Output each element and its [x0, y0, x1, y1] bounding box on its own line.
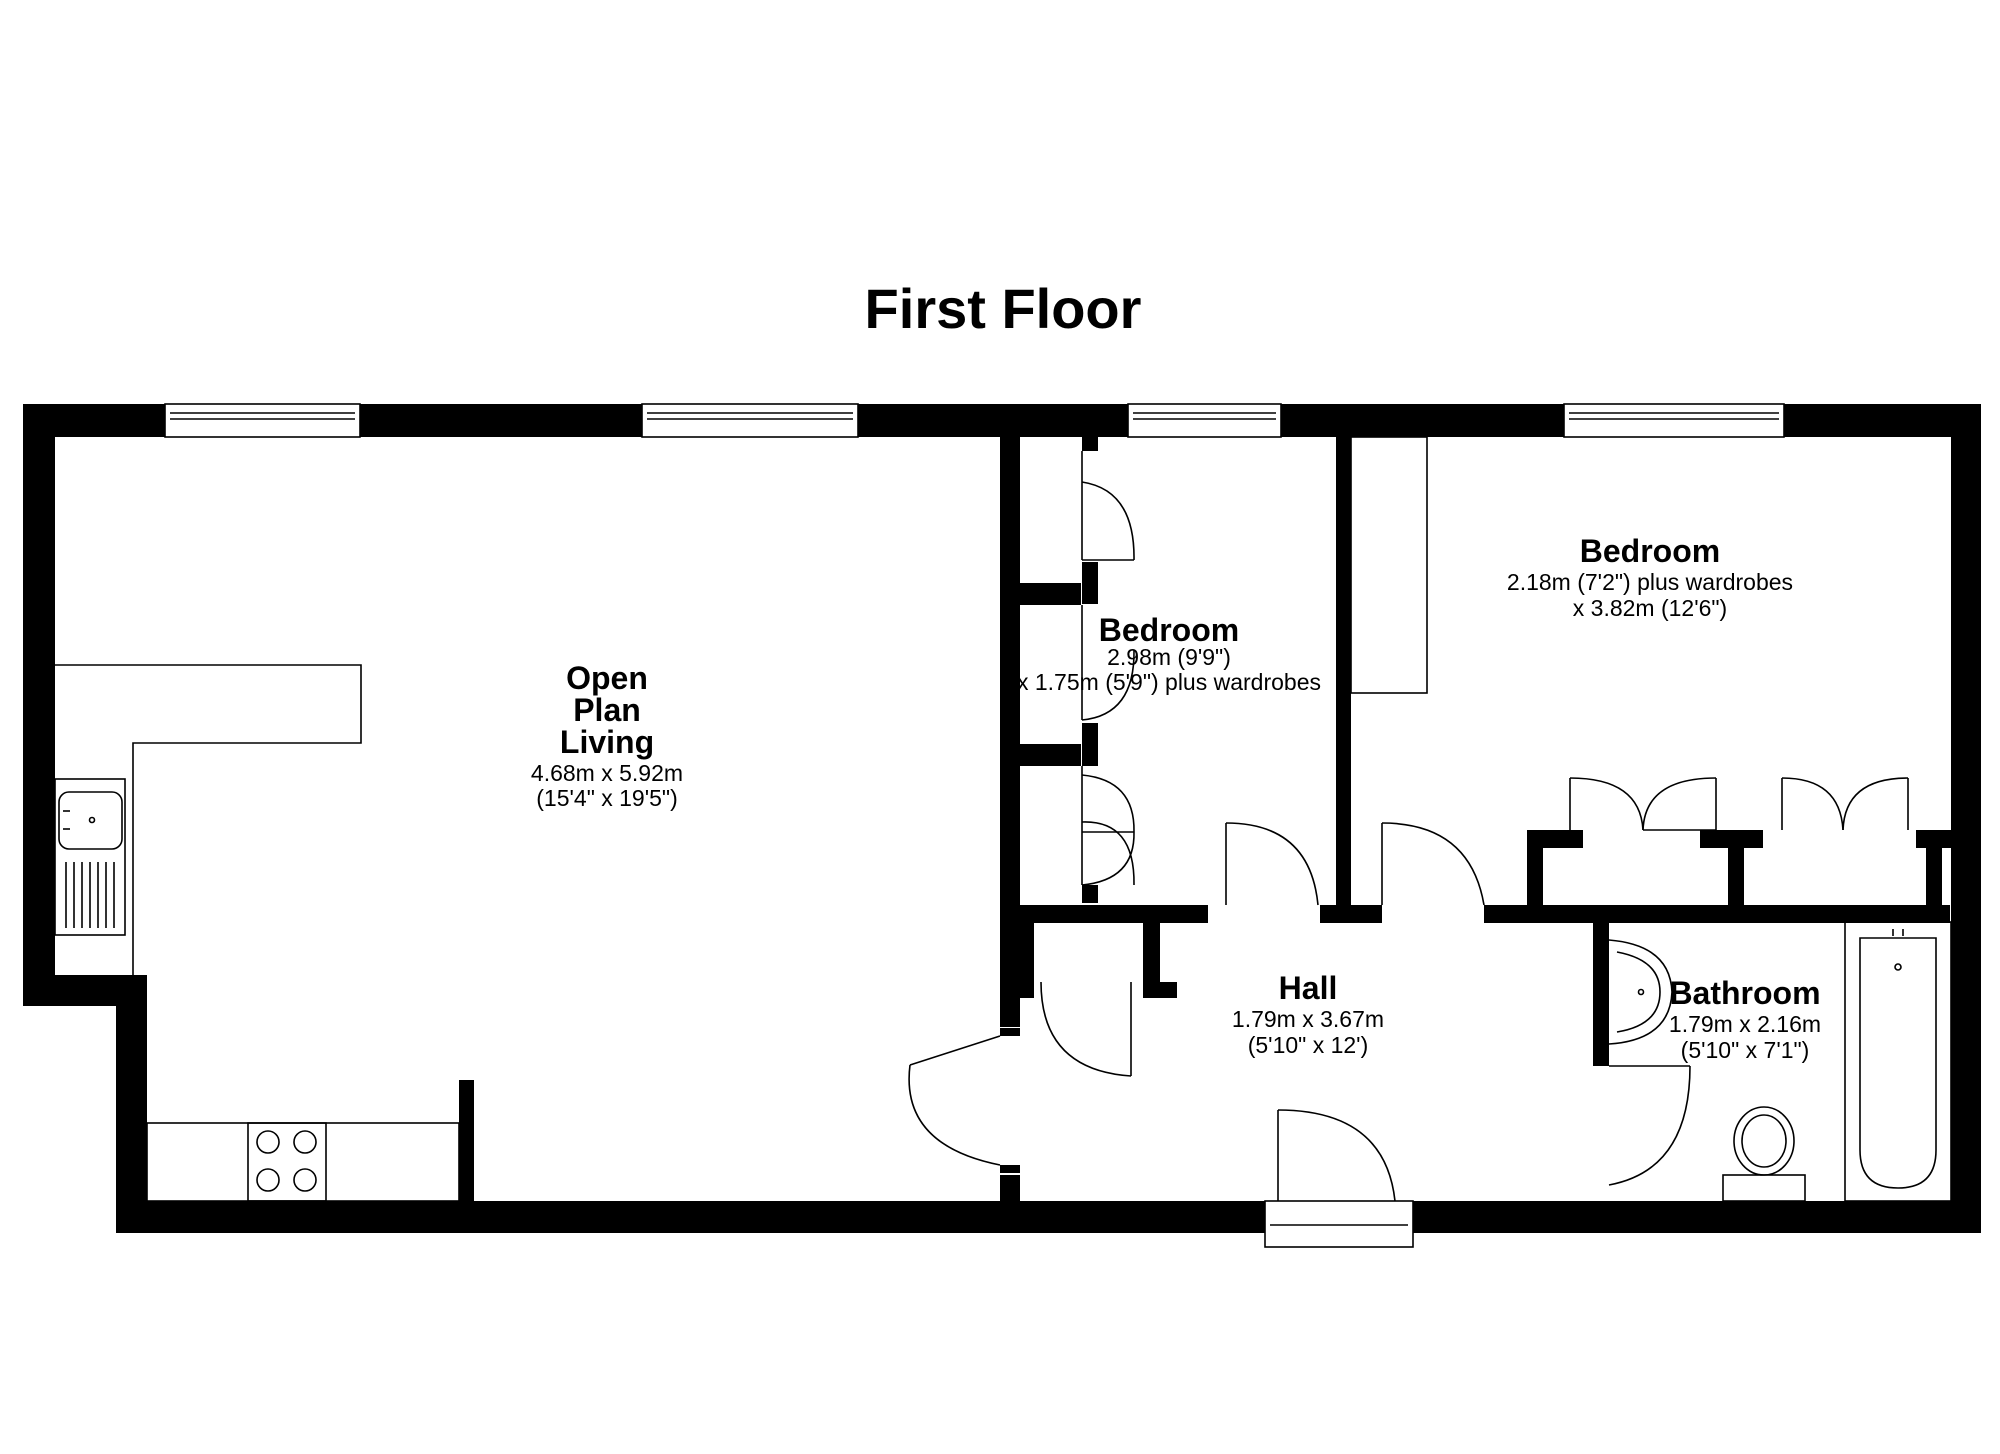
room-label-open-plan-living: Open Plan Living 4.68m x 5.92m (15'4" x …	[531, 660, 683, 811]
room-label-bedroom-small: Bedroom 2.98m (9'9") x 1.75m (5'9") plus…	[1017, 612, 1321, 695]
room-dimension-metric: 4.68m x 5.92m	[531, 760, 683, 786]
room-name: Hall	[1279, 970, 1338, 1006]
toilet-icon	[1722, 1106, 1806, 1202]
room-dimension-imperial: (5'10" x 7'1")	[1681, 1037, 1810, 1063]
room-name: Bathroom	[1669, 975, 1820, 1011]
room-label-bedroom-large: Bedroom 2.18m (7'2") plus wardrobes x 3.…	[1507, 533, 1793, 621]
hob-icon	[247, 1122, 327, 1202]
room-dimension-line1: 2.18m (7'2") plus wardrobes	[1507, 569, 1793, 595]
room-dimension-metric: 1.79m x 2.16m	[1669, 1011, 1821, 1037]
plan-title: First Floor	[865, 277, 1142, 340]
kitchen-worktop	[55, 664, 460, 1202]
room-name: Bedroom	[1580, 533, 1720, 569]
wardrobe-icon	[1350, 436, 1909, 831]
room-dimension-line2: x 3.82m (12'6")	[1573, 595, 1727, 621]
room-dimension-imperial: (15'4" x 19'5")	[536, 785, 677, 811]
wardrobe-icon	[1081, 451, 1135, 886]
room-dimension-line1: 2.98m (9'9")	[1107, 644, 1231, 670]
door-swing-icon	[908, 822, 1691, 1202]
room-name-line1: Open	[566, 660, 648, 696]
window-icon	[164, 403, 1785, 1248]
room-name-line3: Living	[560, 724, 654, 760]
outer-walls	[23, 404, 1981, 1233]
room-label-hall: Hall 1.79m x 3.67m (5'10" x 12')	[1232, 970, 1384, 1058]
basin-icon	[1608, 939, 1673, 1045]
interior-walls	[459, 437, 1952, 1205]
room-name-line2: Plan	[573, 692, 641, 728]
bath-icon	[1844, 921, 1952, 1202]
room-label-bathroom: Bathroom 1.79m x 2.16m (5'10" x 7'1")	[1669, 975, 1821, 1063]
sink-icon	[54, 778, 126, 936]
room-dimension-metric: 1.79m x 3.67m	[1232, 1006, 1384, 1032]
room-dimension-imperial: (5'10" x 12')	[1248, 1032, 1369, 1058]
room-dimension-line2: x 1.75m (5'9") plus wardrobes	[1017, 669, 1321, 695]
room-name: Bedroom	[1099, 612, 1239, 648]
